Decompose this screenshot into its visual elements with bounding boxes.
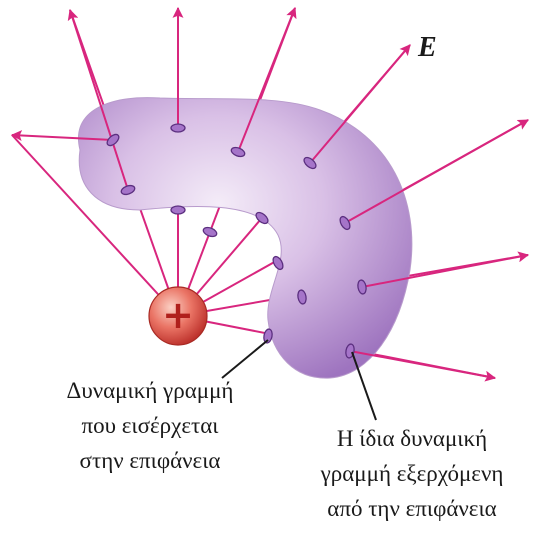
- piercing-point: [171, 206, 185, 214]
- entering-label-line-1: Δυναμική γραμμή: [67, 378, 234, 403]
- field-line-arrow-8: [350, 351, 495, 378]
- piercing-point: [263, 328, 274, 343]
- entering-field-line-label: Δυναμική γραμμή που εισέρχεται στην επιφ…: [67, 378, 234, 473]
- piercing-point: [202, 226, 218, 238]
- entering-label-line-3: στην επιφάνεια: [80, 448, 221, 473]
- piercing-point: [171, 124, 185, 132]
- positive-charge: +: [149, 287, 207, 345]
- entering-pointer-line: [222, 340, 268, 378]
- charge-plus-symbol: +: [162, 293, 194, 337]
- entering-label-line-2: που εισέρχεται: [82, 413, 220, 438]
- exiting-label-line-3: από την επιφάνεια: [327, 496, 496, 521]
- exiting-field-line-label: Η ίδια δυναμική γραμμή εξερχόμενη από τη…: [320, 426, 504, 521]
- field-label-E: E: [417, 32, 437, 63]
- exiting-label-line-2: γραμμή εξερχόμενη: [320, 461, 504, 486]
- exiting-label-line-1: Η ίδια δυναμική: [337, 426, 487, 451]
